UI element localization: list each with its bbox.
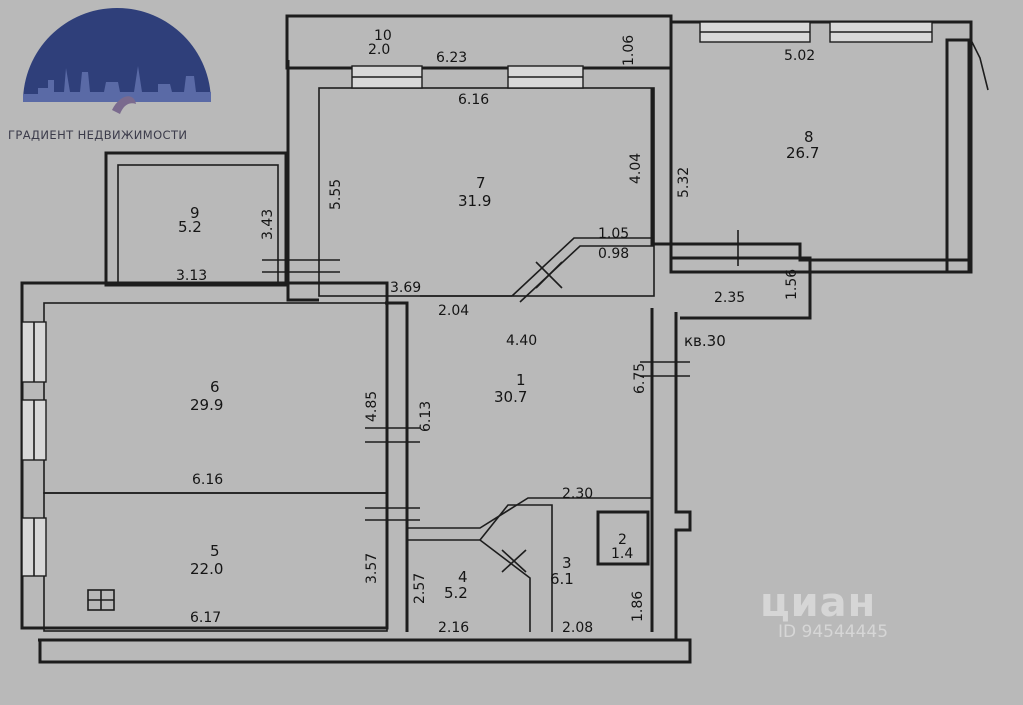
dimension: 3.13 [176, 268, 207, 284]
room-number: 6 [210, 378, 220, 396]
room-area: 30.7 [494, 388, 527, 406]
room-number: 9 [190, 204, 200, 222]
dimension: 4.85 [364, 391, 380, 422]
room-number: 7 [476, 174, 486, 192]
dimension: 2.04 [438, 303, 469, 319]
dimension: 5.55 [328, 179, 344, 210]
room-area: 6.1 [550, 570, 574, 588]
room-number: 8 [804, 128, 814, 146]
watermark: циан ID 94544445 [760, 580, 888, 642]
dimension: 4.40 [506, 333, 537, 349]
dimension: 2.08 [562, 620, 593, 636]
dimension: 6.23 [436, 50, 467, 66]
watermark-id: ID 94544445 [778, 622, 889, 642]
room-number: 3 [562, 554, 572, 572]
door-marks [87, 230, 739, 611]
dimension: 1.05 [598, 226, 629, 242]
windows [21, 21, 933, 577]
room-area: 26.7 [786, 144, 819, 162]
dimension: 5.02 [784, 48, 815, 64]
dimension: 2.57 [412, 573, 428, 604]
dimension: 6.17 [190, 610, 221, 626]
apartment-label: кв.30 [684, 332, 726, 350]
dimension: 3.57 [364, 553, 380, 584]
dimension: 6.13 [418, 401, 434, 432]
dimension: 4.04 [628, 153, 644, 184]
dimension-labels: 6.23 1.06 6.16 5.02 5.32 4.04 5.55 3.43 … [176, 35, 815, 636]
logo-text: ГРАДИЕНТ НЕДВИЖИМОСТИ [8, 128, 188, 142]
dimension: 6.16 [192, 472, 223, 488]
room-number: 5 [210, 542, 220, 560]
dimension: 5.32 [676, 167, 692, 198]
dimension: 1.06 [621, 35, 637, 66]
dimension: 1.86 [630, 591, 646, 622]
room-number: 1 [516, 371, 526, 389]
dimension: 2.16 [438, 620, 469, 636]
dimension: 1.56 [784, 269, 800, 300]
walls [20, 14, 989, 664]
dimension: 6.16 [458, 92, 489, 108]
dimension: 3.69 [390, 280, 421, 296]
logo-skyline-icon [23, 8, 211, 114]
room-area: 31.9 [458, 192, 491, 210]
room-number: 4 [458, 568, 468, 586]
room-number: 2 [618, 532, 627, 548]
dimension: 0.98 [598, 246, 629, 262]
room-area: 29.9 [190, 396, 223, 414]
room-number: 10 [374, 28, 392, 44]
room-area: 5.2 [178, 218, 202, 236]
logo [8, 6, 228, 146]
room-area: 1.4 [611, 546, 633, 562]
room-area: 2.0 [368, 42, 390, 58]
watermark-brand: циан [760, 580, 877, 626]
room-area: 5.2 [444, 584, 468, 602]
room-area: 22.0 [190, 560, 223, 578]
dimension: 3.43 [260, 209, 276, 240]
dimension: 6.75 [632, 363, 648, 394]
dimension: 2.35 [714, 290, 745, 306]
dimension: 2.30 [562, 486, 593, 502]
